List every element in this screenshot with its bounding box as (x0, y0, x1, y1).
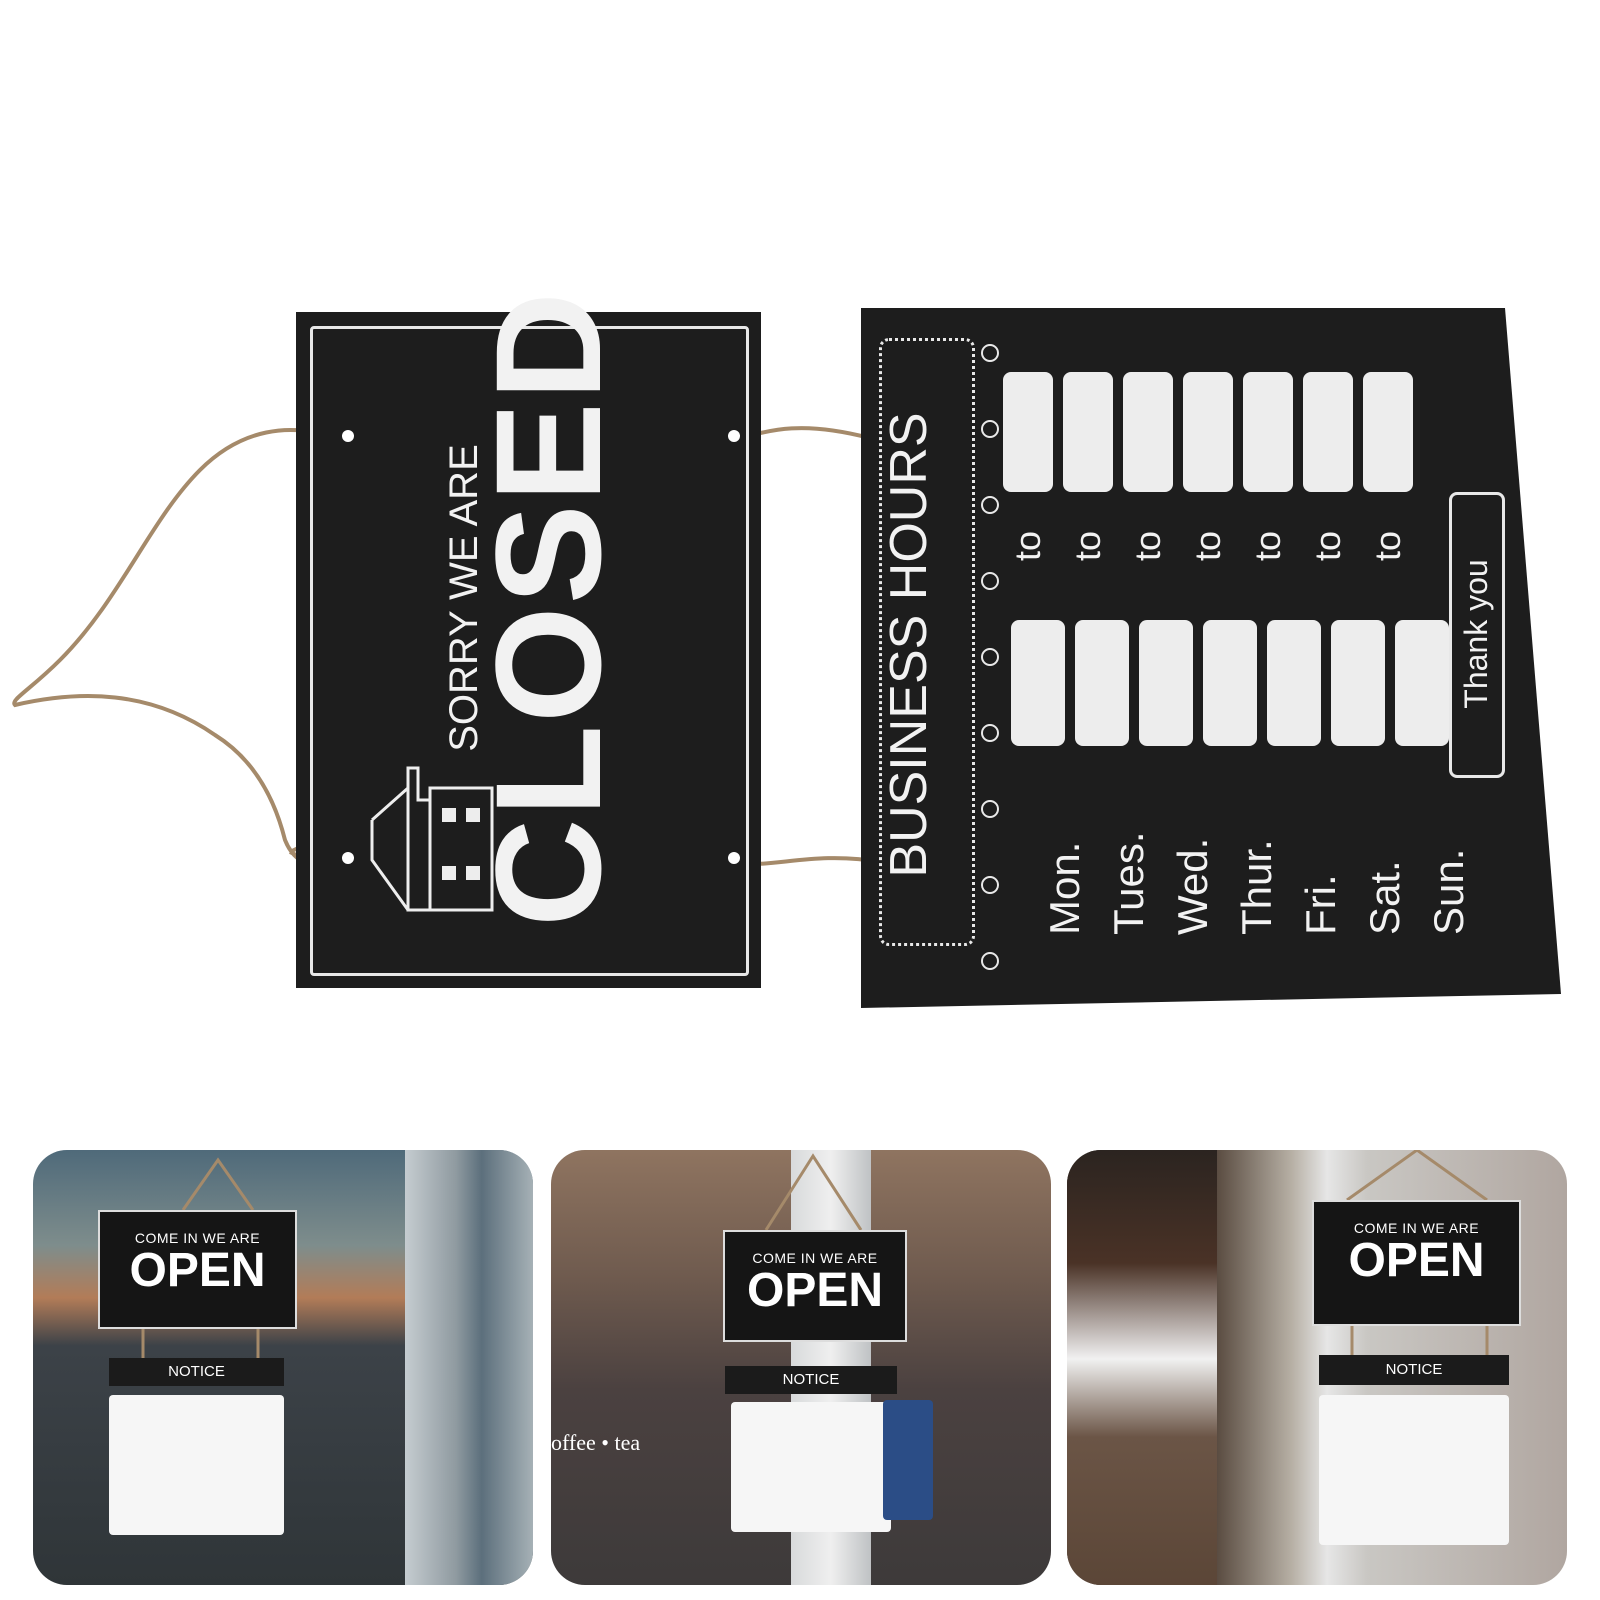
notice-banner: NOTICE (725, 1366, 897, 1394)
open-time-field-thur (1183, 372, 1233, 492)
to-label: to (1187, 530, 1228, 562)
notice-whiteboard (1319, 1395, 1509, 1545)
hanging-hole (728, 852, 740, 864)
house-icon (370, 766, 494, 912)
day-label-thur: Thur. (1233, 839, 1280, 935)
day-label-fri: Fri. (1297, 874, 1344, 935)
notice-banner: NOTICE (1319, 1355, 1509, 1385)
hole-row (981, 344, 999, 970)
twine-left-loop (12, 428, 341, 868)
hanging-hole (342, 852, 354, 864)
to-label: to (1067, 530, 1108, 562)
hole (981, 876, 999, 894)
business-hours-title: BUSINESS HOURS (880, 412, 938, 878)
notice-banner: NOTICE (109, 1358, 284, 1386)
open-sign-subtitle: COME IN WE ARE (752, 1250, 878, 1266)
open-time-field-mon (1003, 372, 1053, 492)
window-frame (405, 1150, 533, 1585)
open-sign-subtitle: COME IN WE ARE (1353, 1220, 1480, 1236)
close-time-field-thur (1203, 620, 1257, 746)
to-label: to (1367, 530, 1408, 562)
accessibility-sticker (883, 1400, 933, 1520)
lifestyle-photo-1: COME IN WE ARE OPEN NOTICE (33, 1150, 533, 1585)
open-time-field-sun (1363, 372, 1413, 492)
hole (981, 496, 999, 514)
notice-label: NOTICE (168, 1363, 225, 1380)
day-label-mon: Mon. (1041, 841, 1088, 935)
hole (981, 420, 999, 438)
open-sign-title: OPEN (1348, 1234, 1485, 1287)
twine (764, 1153, 863, 1231)
thank-you-frame (1449, 492, 1505, 778)
closed-sign: SORRY WE ARE CLOSED (296, 290, 761, 988)
open-time-field-fri (1243, 372, 1293, 492)
open-sign: COME IN WE ARE OPEN (723, 1230, 907, 1342)
hole (981, 572, 999, 590)
notice-whiteboard (109, 1395, 284, 1535)
open-time-field-sat (1303, 372, 1353, 492)
open-sign: COME IN WE ARE OPEN (1312, 1200, 1521, 1326)
notice-label: NOTICE (1385, 1361, 1443, 1378)
close-time-field-fri (1267, 620, 1321, 746)
day-label-tues: Tues. (1105, 831, 1152, 935)
open-sign-title: OPEN (746, 1264, 884, 1317)
to-label: to (1007, 530, 1048, 562)
day-label-sun: Sun. (1425, 848, 1472, 935)
window-text: offee • tea (551, 1430, 641, 1455)
closed-sign-border (310, 326, 749, 976)
hanging-hole (728, 430, 740, 442)
thank-you-text: Thank you (1458, 559, 1494, 709)
day-label-sat: Sat. (1361, 860, 1408, 935)
to-label: to (1307, 530, 1348, 562)
notice-label: NOTICE (782, 1371, 840, 1388)
to-label: to (1127, 530, 1168, 562)
notice-whiteboard (731, 1402, 891, 1532)
hole (981, 952, 999, 970)
close-time-field-sun (1395, 620, 1449, 746)
lifestyle-photo-3: COME IN WE ARE OPEN NOTICE (1067, 1150, 1567, 1585)
close-time-field-sat (1331, 620, 1385, 746)
hole (981, 344, 999, 362)
business-hours-sign: BUSINESS HOURS to to to to to to to (861, 308, 1561, 1008)
day-label-wed: Wed. (1169, 837, 1216, 935)
close-time-field-mon (1011, 620, 1065, 746)
hanging-hole (342, 430, 354, 442)
lifestyle-photo-2: offee • tea COME IN WE ARE OPEN NOTICE (551, 1150, 1051, 1585)
open-sign: COME IN WE ARE OPEN (98, 1210, 297, 1329)
hole (981, 648, 999, 666)
open-sign-subtitle: COME IN WE ARE (134, 1230, 261, 1246)
close-time-field-tues (1075, 620, 1129, 746)
to-label: to (1247, 530, 1288, 562)
close-time-field-wed (1139, 620, 1193, 746)
open-time-field-tues (1063, 372, 1113, 492)
shopkeeper (1067, 1150, 1217, 1585)
hole (981, 724, 999, 742)
hole (981, 800, 999, 818)
open-time-field-wed (1123, 372, 1173, 492)
title-dotted-frame (879, 338, 975, 946)
open-sign-title: OPEN (129, 1244, 266, 1297)
